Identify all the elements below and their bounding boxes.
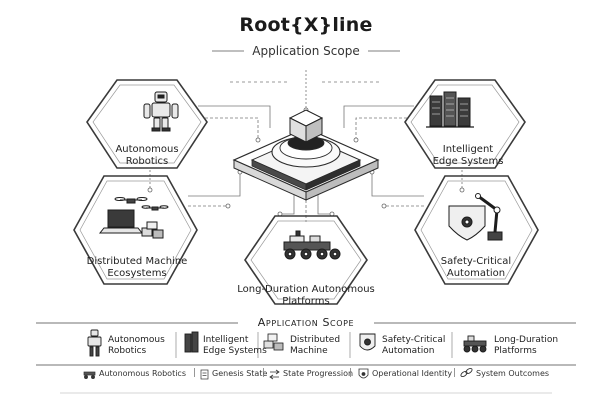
- node-label-line: Safety-Critical: [440, 256, 512, 267]
- scope-heading: Application Scope: [257, 316, 355, 329]
- scope-item-edge: Intelligent Edge Systems: [203, 335, 267, 357]
- node-label-distributed: Distributed Machine Ecosystems: [82, 256, 192, 280]
- footer-separator: |: [262, 368, 266, 378]
- footer-item-progression: State Progression: [283, 369, 354, 378]
- scope-item-line: Long-Duration: [494, 335, 559, 345]
- page-subtitle: Application Scope: [252, 44, 360, 58]
- scope-rules: [36, 322, 576, 394]
- scope-item-line: Edge Systems: [203, 346, 267, 356]
- node-label-line: Edge Systems: [432, 156, 504, 167]
- scope-item-line: Safety-Critical: [382, 335, 446, 345]
- node-label-robotics: Autonomous Robotics: [112, 144, 182, 168]
- footer-shield-icon: [358, 368, 369, 379]
- node-label-line: Long-Duration Autonomous: [237, 284, 375, 295]
- scope-item-line: Robotics: [108, 346, 147, 356]
- scope-item-line: Platforms: [494, 346, 537, 356]
- scope-item-line: Automation: [382, 346, 435, 356]
- footer-separator: |: [193, 368, 197, 378]
- rover-icon: [463, 335, 487, 353]
- laptop-drones-illustration: [98, 197, 169, 239]
- node-label-line: Robotics: [125, 156, 169, 167]
- node-label-line: Platforms: [282, 296, 330, 307]
- footer-item-outcomes: System Outcomes: [476, 369, 550, 378]
- humanoid-robot-illustration: [143, 91, 179, 132]
- robot-icon: [87, 329, 102, 357]
- scope-dividers: [175, 332, 453, 358]
- footer-document-icon: [200, 369, 209, 380]
- node-label-line: Automation: [446, 268, 506, 279]
- footer-item-genesis: Genesis State: [212, 369, 268, 378]
- cubes-icon: [263, 333, 284, 351]
- central-cube-icon: [288, 109, 324, 143]
- server-rack-illustration: [426, 91, 474, 128]
- page-title: Root{X}line: [239, 14, 373, 36]
- node-label-line: Intelligent: [442, 144, 494, 155]
- scope-item-longduration: Long-Duration Platforms: [494, 335, 558, 357]
- hex-frames: [73, 79, 539, 305]
- hex-inner-frames: [79, 84, 533, 300]
- node-label-safety: Safety-Critical Automation: [426, 256, 526, 280]
- scope-item-robotics: Autonomous Robotics: [108, 335, 165, 357]
- node-label-line: Autonomous: [115, 144, 179, 155]
- server-rack-icon: [184, 331, 199, 353]
- robotic-arm-shield-illustration: [448, 193, 503, 241]
- node-label-line: Ecosystems: [107, 268, 167, 279]
- scope-item-safety: Safety-Critical Automation: [382, 335, 445, 357]
- scope-item-line: Distributed: [290, 335, 341, 345]
- footer-rover-icon: [83, 371, 96, 379]
- footer-link-icon: [460, 367, 473, 378]
- scope-item-distributed: Distributed Machine: [290, 335, 340, 357]
- node-label-longduration: Long-Duration Autonomous Platforms: [236, 284, 376, 308]
- node-label-line: Distributed Machine: [86, 256, 188, 267]
- footer-item-identity: Operational Identity: [372, 369, 453, 378]
- scope-item-line: Intelligent: [203, 335, 249, 345]
- node-label-edge: Intelligent Edge Systems: [428, 144, 508, 168]
- footer-separator: |: [453, 368, 457, 378]
- rover-illustration: [283, 230, 341, 260]
- shield-gear-icon: [359, 333, 376, 351]
- scope-item-line: Machine: [290, 346, 328, 356]
- footer-separator: |: [349, 368, 353, 378]
- footer-item-robotics: Autonomous Robotics: [99, 369, 186, 378]
- footer-arrows-icon: [269, 369, 280, 380]
- scope-item-line: Autonomous: [108, 335, 165, 345]
